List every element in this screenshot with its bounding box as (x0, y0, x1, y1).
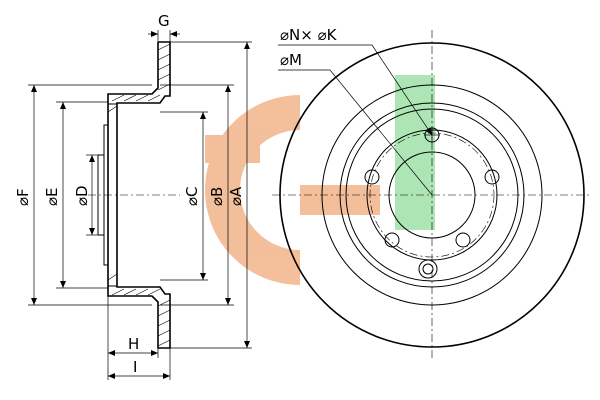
label-m: ⌀M (280, 51, 302, 69)
label-h: H (128, 335, 139, 353)
label-b: ⌀B (208, 187, 226, 206)
label-c: ⌀C (183, 186, 201, 206)
watermark-orange-bar-top (205, 135, 260, 163)
bolt-hole (384, 232, 400, 248)
label-nk: ⌀N× ⌀K (280, 26, 338, 44)
label-a: ⌀A (227, 186, 245, 206)
watermark-logo (205, 75, 435, 285)
label-g: G (158, 12, 170, 30)
bolt-hole (455, 232, 471, 248)
dimension-labels: G H I ⌀N× ⌀K ⌀M ⌀F ⌀E ⌀D ⌀C ⌀B ⌀A (14, 12, 338, 376)
dimensions (28, 30, 433, 380)
screw-hole (418, 259, 438, 279)
side-section-view (88, 41, 180, 349)
label-f: ⌀F (14, 188, 32, 206)
label-i: I (133, 358, 137, 376)
label-e: ⌀E (43, 187, 61, 206)
bolt-hole (364, 169, 380, 185)
bolt-hole (484, 169, 500, 185)
label-d: ⌀D (73, 185, 91, 206)
section-hatching (107, 43, 171, 347)
